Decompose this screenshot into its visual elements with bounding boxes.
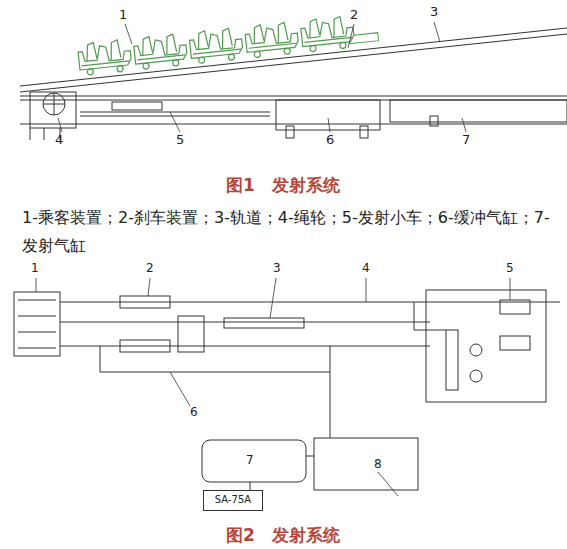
controller-box: SA-75A — [203, 490, 263, 511]
part-list: 1-乘客装置；2-刹车装置；3-轨道；4-绳轮；5-发射小车；6-缓冲气缸；7-… — [22, 204, 552, 260]
figure-caption: 图2 发射系统 — [226, 526, 340, 545]
callout-number: 5 — [176, 133, 184, 147]
callout-number: 7 — [462, 133, 470, 147]
callout-number: 3 — [430, 5, 438, 19]
callout-number: 6 — [190, 406, 198, 419]
figure-2 — [14, 278, 560, 496]
callout-number: 2 — [146, 262, 154, 275]
callout-number: 1 — [31, 262, 39, 275]
box-text: SA-75A — [204, 491, 262, 508]
callout-number: 1 — [119, 8, 127, 22]
callout-number: 6 — [326, 133, 334, 147]
callout-number: 2 — [350, 8, 358, 22]
callout-number: 4 — [362, 262, 370, 275]
callout-number: 8 — [374, 458, 382, 471]
callout-number: 7 — [246, 454, 254, 467]
callout-number: 5 — [506, 262, 514, 275]
callout-number: 4 — [55, 133, 63, 147]
figure-caption: 图1 发射系统 — [226, 176, 340, 195]
callout-number: 3 — [273, 262, 281, 275]
figure-1 — [20, 13, 567, 140]
